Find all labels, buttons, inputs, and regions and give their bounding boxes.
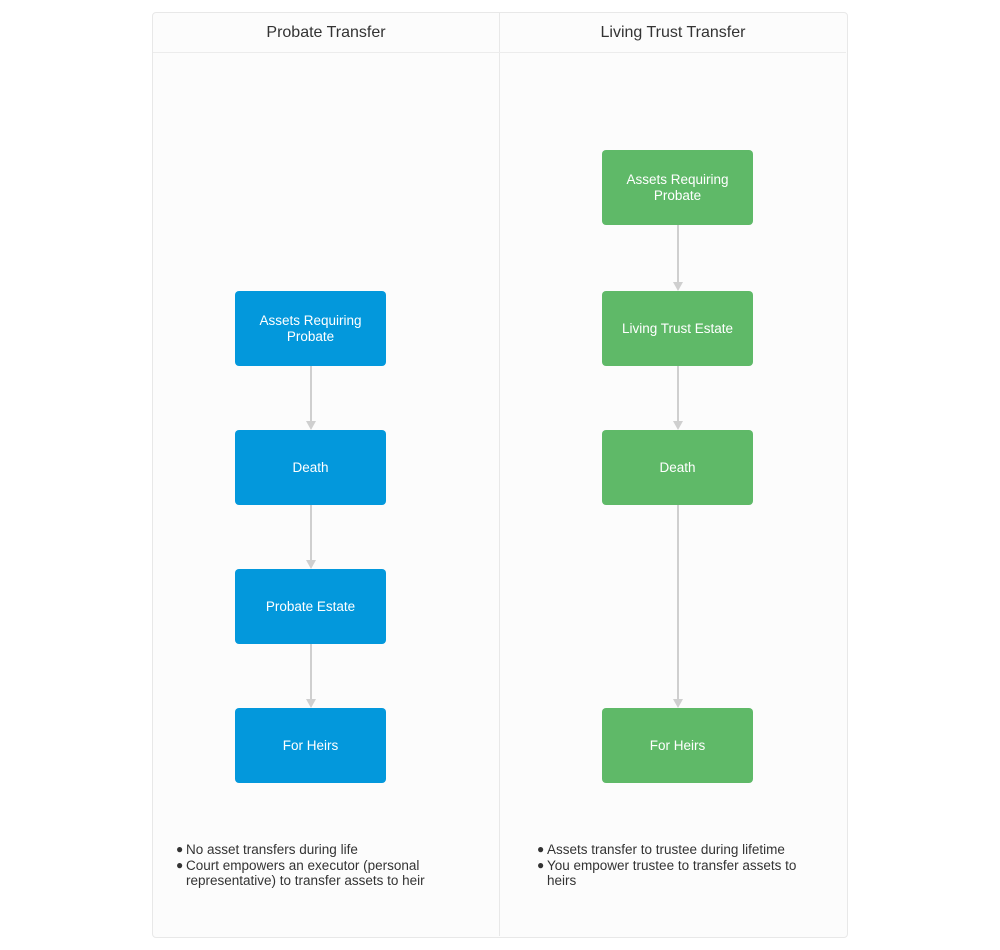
trust-node-assets: Assets Requiring Probate bbox=[602, 150, 753, 225]
probate-node-assets: Assets Requiring Probate bbox=[235, 291, 386, 366]
node-label: Probate Estate bbox=[265, 598, 356, 614]
column-divider bbox=[499, 13, 500, 936]
node-label: For Heirs bbox=[282, 737, 339, 753]
node-label: Death bbox=[659, 459, 696, 475]
living-trust-notes: ●Assets transfer to trustee during lifet… bbox=[537, 842, 812, 889]
trust-node-death: Death bbox=[602, 430, 753, 505]
note-text: Assets transfer to trustee during lifeti… bbox=[547, 842, 785, 857]
trust-node-heirs: For Heirs bbox=[602, 708, 753, 783]
note-text: No asset transfers during life bbox=[186, 842, 358, 857]
probate-notes: ●No asset transfers during life ●Court e… bbox=[176, 842, 466, 889]
note-text: Court empowers an executor (personal rep… bbox=[186, 857, 425, 889]
living-trust-column-title: Living Trust Transfer bbox=[600, 24, 746, 41]
node-label: For Heirs bbox=[649, 737, 706, 753]
list-item: ●Assets transfer to trustee during lifet… bbox=[537, 842, 785, 857]
node-label: Death bbox=[292, 459, 329, 475]
probate-column-title: Probate Transfer bbox=[266, 24, 386, 41]
probate-node-heirs: For Heirs bbox=[235, 708, 386, 783]
note-text: You empower trustee to transfer assets t… bbox=[547, 857, 797, 889]
trust-arrow-3 bbox=[673, 505, 683, 708]
header-divider bbox=[153, 52, 846, 53]
trust-node-living-trust-estate: Living Trust Estate bbox=[602, 291, 753, 366]
probate-arrow-1 bbox=[306, 366, 316, 430]
node-label: Assets Requiring Probate bbox=[259, 312, 362, 344]
list-item: ●You empower trustee to transfer assets … bbox=[537, 857, 797, 889]
list-item: ●Court empowers an executor (personal re… bbox=[176, 857, 425, 889]
probate-arrow-2 bbox=[306, 505, 316, 569]
trust-arrow-1 bbox=[673, 225, 683, 291]
list-item: ●No asset transfers during life bbox=[176, 842, 358, 857]
probate-node-death: Death bbox=[235, 430, 386, 505]
node-label: Assets Requiring Probate bbox=[626, 171, 729, 203]
probate-arrow-3 bbox=[306, 644, 316, 708]
probate-node-estate: Probate Estate bbox=[235, 569, 386, 644]
trust-arrow-2 bbox=[673, 366, 683, 430]
node-label: Living Trust Estate bbox=[621, 320, 734, 336]
